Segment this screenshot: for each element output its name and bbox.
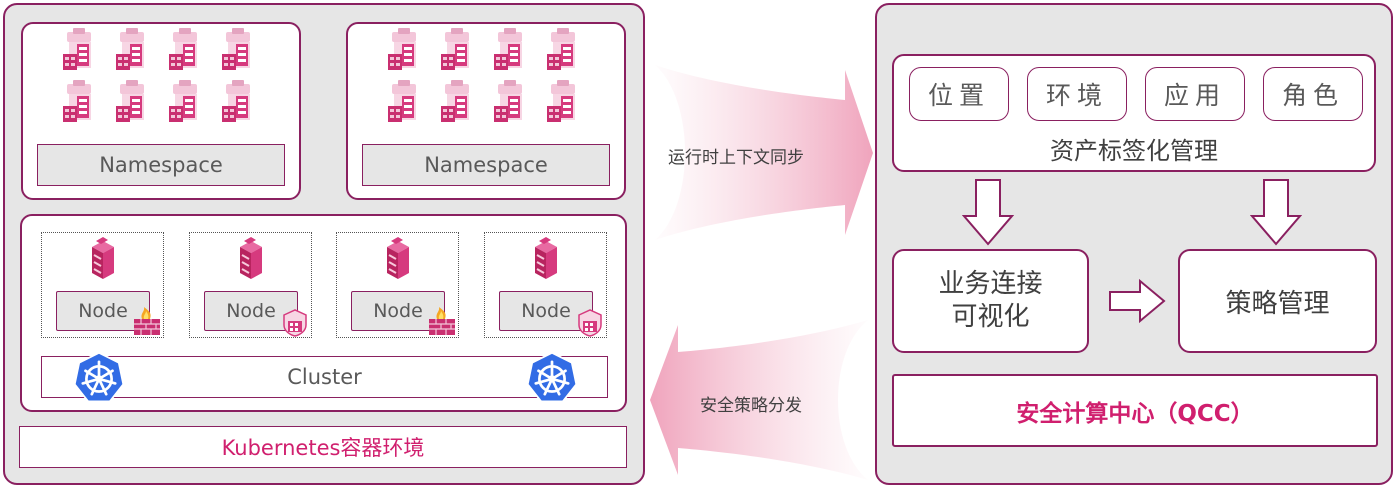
pod-icon: [490, 28, 530, 74]
node-cell-2: Node: [189, 232, 312, 338]
shield-icon: [575, 307, 605, 337]
policy-management-box: 策略管理: [1178, 249, 1377, 353]
cluster-label: Cluster: [41, 356, 608, 398]
server-icon: [234, 237, 268, 281]
node-cell-4: Node: [484, 232, 607, 338]
pod-grid: [384, 28, 592, 126]
pod-icon: [490, 80, 530, 126]
visualization-box: 业务连接 可视化: [892, 249, 1089, 353]
server-icon: [86, 237, 120, 281]
sync-label: 运行时上下文同步: [668, 148, 804, 168]
firewall-icon: [427, 307, 457, 337]
node-label: Node: [499, 291, 593, 331]
namespace-label: Namespace: [37, 144, 285, 186]
pod-grid: [59, 28, 267, 126]
tag-location: 位置: [909, 67, 1009, 121]
cluster-box: Node Node Node Node Cluster: [20, 214, 627, 412]
namespace-label: Namespace: [362, 144, 610, 186]
tag-management-box: 位置 环境 应用 角色 资产标签化管理: [892, 54, 1376, 172]
namespace-box-1: Namespace: [21, 22, 301, 200]
pod-icon: [437, 80, 477, 126]
pod-icon: [218, 28, 258, 74]
pod-icon: [165, 80, 205, 126]
down-arrow-icon: [962, 179, 1014, 246]
node-cell-1: Node: [41, 232, 164, 338]
tag-management-label: 资产标签化管理: [1050, 136, 1218, 165]
shield-icon: [280, 307, 310, 337]
pod-icon: [384, 28, 424, 74]
visualization-line-1: 业务连接: [938, 269, 1043, 299]
node-label: Node: [351, 291, 445, 331]
tag-application: 应用: [1145, 67, 1245, 121]
server-icon: [529, 237, 563, 281]
server-icon: [381, 237, 415, 281]
pod-icon: [59, 28, 99, 74]
pod-icon: [59, 80, 99, 126]
pod-icon: [218, 80, 258, 126]
pod-icon: [437, 28, 477, 74]
pod-icon: [543, 28, 583, 74]
kubernetes-icon: [72, 351, 126, 405]
sync-arrow: [655, 65, 873, 240]
dispatch-label: 安全策略分发: [700, 396, 802, 416]
pod-icon: [165, 28, 205, 74]
visualization-line-2: 可视化: [951, 302, 1030, 332]
pod-icon: [384, 80, 424, 126]
right-arrow-icon: [1109, 278, 1166, 324]
pod-icon: [112, 28, 152, 74]
qcc-label: 安全计算中心（QCC）: [892, 374, 1378, 447]
environment-label: Kubernetes容器环境: [19, 426, 627, 468]
namespace-box-2: Namespace: [346, 22, 626, 200]
kubernetes-icon: [525, 351, 579, 405]
pod-icon: [543, 80, 583, 126]
tag-environment: 环境: [1027, 67, 1127, 121]
node-cell-3: Node: [336, 232, 459, 338]
firewall-icon: [132, 307, 162, 337]
pod-icon: [112, 80, 152, 126]
down-arrow-icon: [1250, 179, 1302, 246]
dispatch-arrow: [650, 320, 868, 480]
tag-role: 角色: [1263, 67, 1363, 121]
node-label: Node: [56, 291, 150, 331]
